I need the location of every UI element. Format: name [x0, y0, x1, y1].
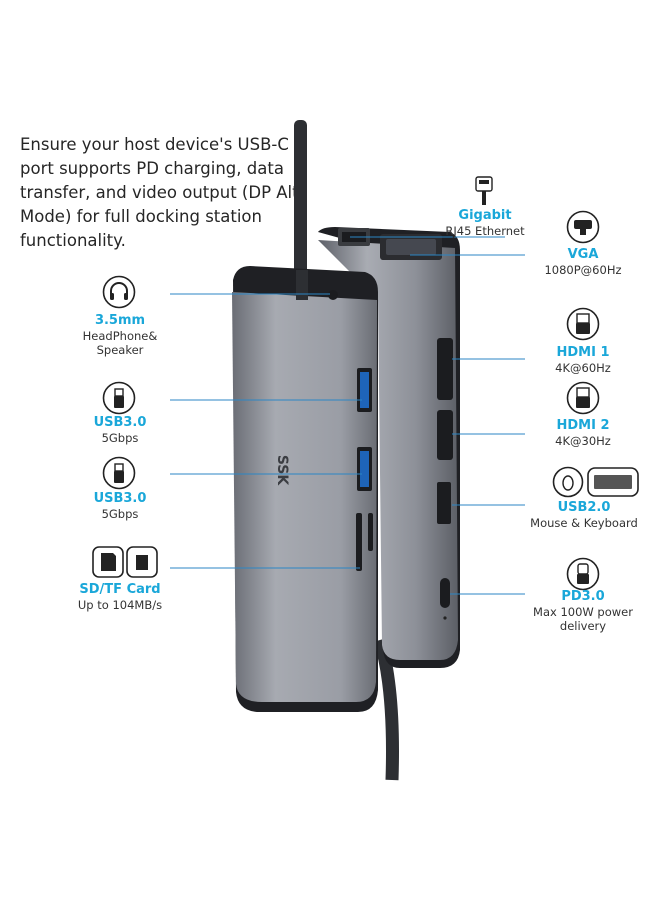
sd-slot — [356, 513, 362, 571]
usb3-port-2 — [360, 451, 369, 487]
ethernet-icon — [475, 176, 493, 205]
callout-lines — [170, 236, 525, 595]
port-label-hdmi1: HDMI 1 4K@60Hz — [528, 345, 638, 375]
port-subtitle: HeadPhone& Speaker — [82, 329, 158, 357]
port-subtitle: RJ45 Ethernet — [445, 224, 525, 238]
port-label-ethernet: Gigabit RJ45 Ethernet — [420, 208, 550, 238]
port-subtitle: 5Gbps — [101, 507, 139, 521]
port-title: VGA — [567, 247, 599, 262]
port-label-usb3-1: USB3.0 5Gbps — [70, 415, 170, 445]
usb-c-port — [440, 578, 450, 608]
port-title: USB3.0 — [93, 415, 147, 430]
back-unit — [318, 240, 458, 660]
port-title: USB2.0 — [557, 500, 611, 515]
cable-bottom — [373, 638, 399, 781]
usb-c-icon — [566, 557, 600, 591]
port-label-hdmi2: HDMI 2 4K@30Hz — [528, 418, 638, 448]
port-label-sd: SD/TF Card Up to 104MB/s — [60, 582, 180, 612]
vga-icon — [566, 210, 600, 244]
port-title: 3.5mm — [94, 313, 146, 328]
brand-logo: SSK — [274, 455, 290, 487]
port-title: HDMI 1 — [556, 345, 610, 360]
hdmi-icon — [566, 307, 600, 341]
port-label-usb2: USB2.0 Mouse & Keyboard — [524, 500, 644, 530]
port-subtitle: 5Gbps — [101, 431, 139, 445]
usb-icon — [102, 456, 136, 490]
port-subtitle: Max 100W power delivery — [533, 605, 633, 633]
port-title: PD3.0 — [561, 589, 605, 604]
hdmi2-port — [437, 410, 453, 460]
usb2-port — [437, 482, 451, 524]
port-title: USB3.0 — [93, 491, 147, 506]
front-unit — [232, 292, 377, 702]
hdmi1-port — [437, 338, 453, 400]
usb3-port-1 — [360, 372, 369, 408]
headphone-icon — [102, 275, 136, 309]
cable-top — [294, 120, 307, 300]
port-label-usb3-2: USB3.0 5Gbps — [70, 491, 170, 521]
port-title: HDMI 2 — [556, 418, 610, 433]
port-subtitle: 1080P@60Hz — [544, 263, 622, 277]
port-title: SD/TF Card — [79, 582, 161, 597]
port-subtitle: Up to 104MB/s — [77, 598, 163, 612]
port-label-vga: VGA 1080P@60Hz — [528, 247, 638, 277]
port-subtitle: 4K@60Hz — [555, 361, 611, 375]
port-subtitle: 4K@30Hz — [555, 434, 611, 448]
intro-text: Ensure your host device's USB-C port sup… — [20, 135, 299, 250]
hdmi-icon — [566, 381, 600, 415]
port-label-audio: 3.5mm HeadPhone& Speaker — [70, 313, 170, 357]
mouse-keyboard-icon — [552, 466, 639, 498]
port-label-pd: PD3.0 Max 100W power delivery — [528, 589, 638, 633]
usb-icon — [102, 381, 136, 415]
port-title: Gigabit — [458, 208, 512, 223]
tf-slot — [368, 513, 373, 551]
audio-jack — [328, 290, 338, 300]
port-subtitle: Mouse & Keyboard — [530, 516, 638, 530]
sd-card-icon — [92, 546, 158, 578]
